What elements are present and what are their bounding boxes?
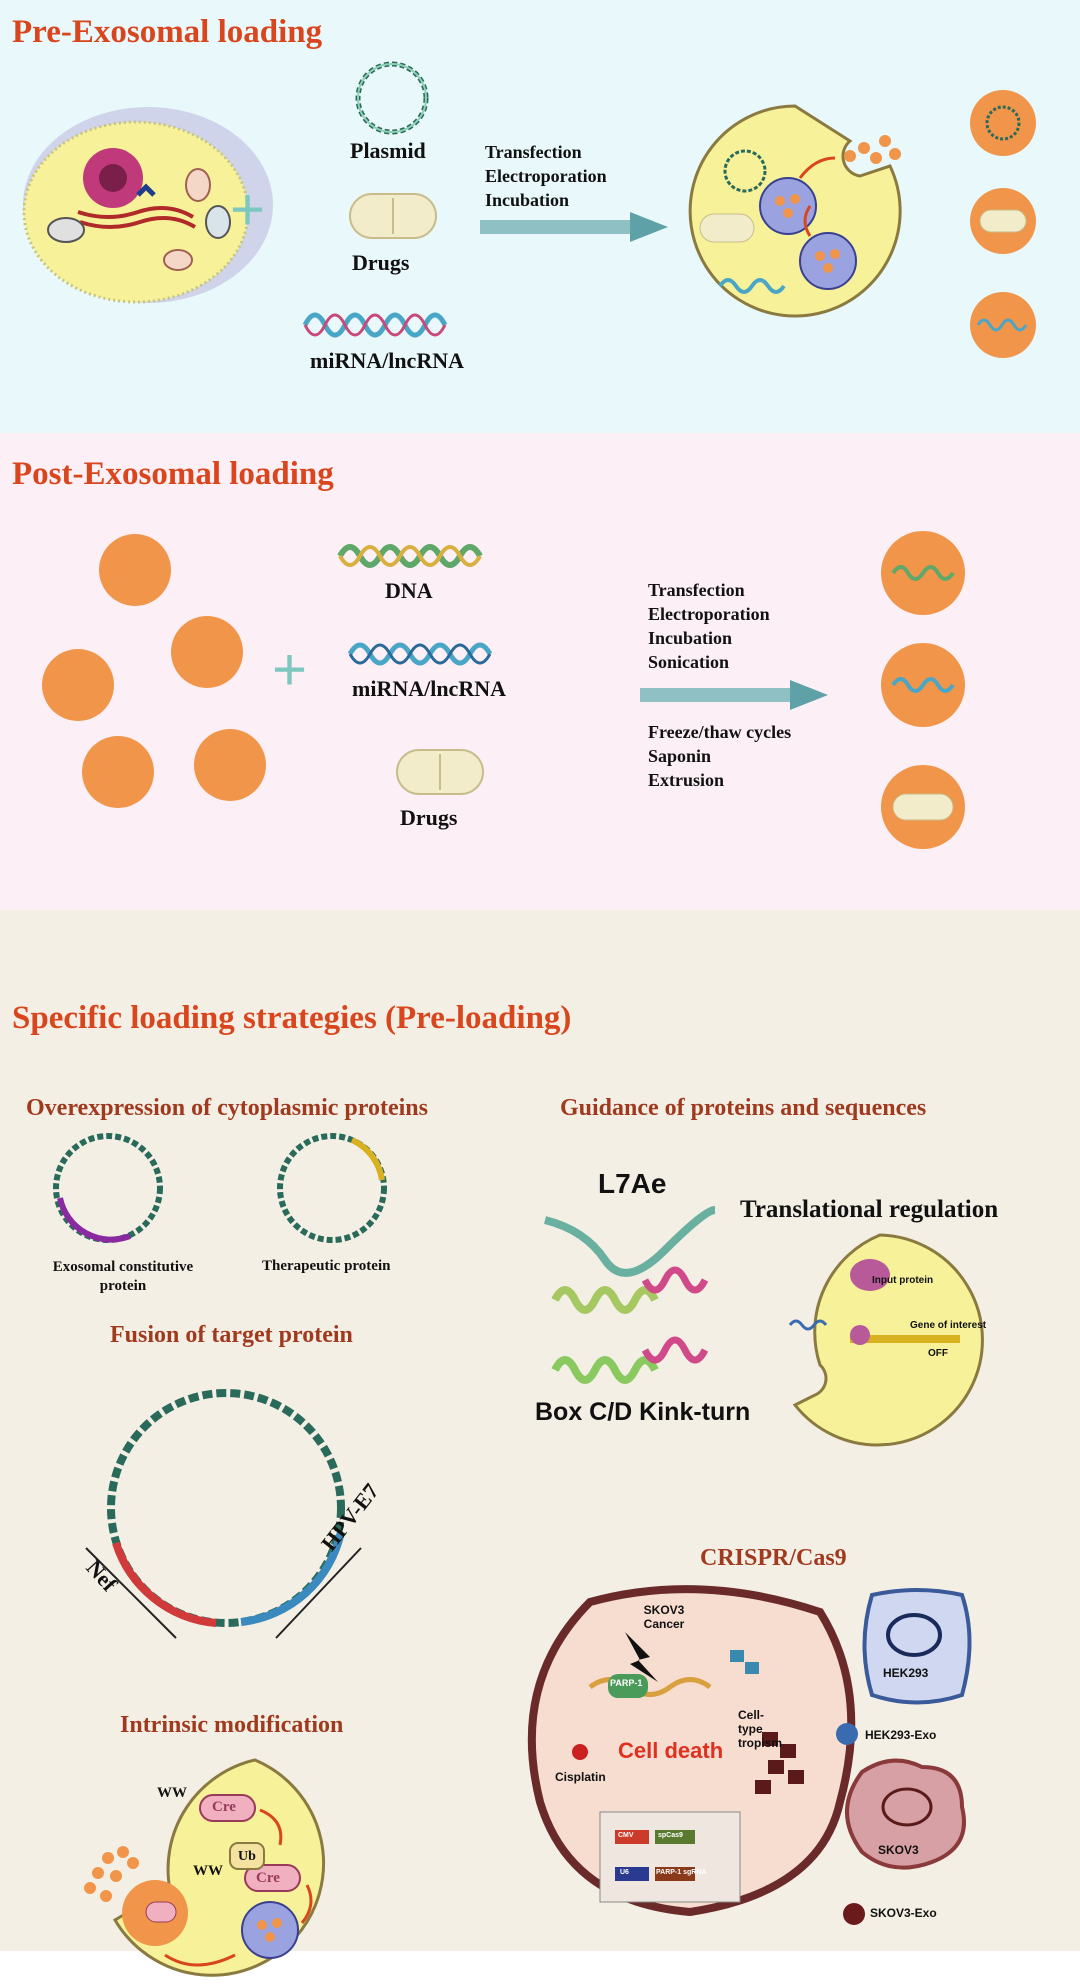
drugs-label: Drugs xyxy=(352,250,410,275)
fusion-title: Fusion of target protein xyxy=(110,1322,353,1348)
exosome-drug-icon xyxy=(881,765,965,849)
tropism-label: Cell- type tropism xyxy=(738,1708,783,1750)
exosome-drug-icon xyxy=(970,188,1036,254)
off-label: OFF xyxy=(928,1348,948,1359)
exosome-cre-icon xyxy=(122,1880,188,1946)
rna-label: miRNA/lncRNA xyxy=(352,676,506,701)
rna-helix-icon xyxy=(347,642,493,666)
ub-label: Ub xyxy=(238,1849,256,1864)
hek293-exo-icon xyxy=(836,1723,858,1745)
rna-label: miRNA/lncRNA xyxy=(310,348,464,373)
drug-pill-icon xyxy=(396,749,484,795)
u6-label: U6 xyxy=(620,1869,629,1876)
method-transfection: Transfection xyxy=(485,142,582,162)
method-electroporation: Electroporation xyxy=(485,166,607,186)
released-exosomes-icon xyxy=(84,1846,139,1902)
crispr-title: CRISPR/Cas9 xyxy=(700,1545,847,1571)
overexpression-title: Overexpression of cytoplasmic proteins xyxy=(26,1095,428,1121)
intrinsic-title: Intrinsic modification xyxy=(120,1712,344,1738)
fusion-plasmid-icon xyxy=(85,1389,362,1639)
gene-of-interest-label: Gene of interest xyxy=(910,1320,987,1331)
exosome-cluster-icon xyxy=(42,534,266,808)
method-electroporation: Electroporation xyxy=(648,604,770,624)
method-incubation: Incubation xyxy=(648,628,733,648)
plasmid-label: Plasmid xyxy=(350,138,426,163)
skov3-exo-icon xyxy=(843,1903,865,1925)
cisplatin-label: Cisplatin xyxy=(555,1770,606,1784)
skov3-label: SKOV3 xyxy=(878,1843,919,1857)
constitutive-plasmid-icon xyxy=(53,1133,163,1243)
pre-methods: Transfection Electroporation Incubation xyxy=(485,140,607,212)
cmv-label: CMV xyxy=(618,1832,634,1839)
plus-icon: + xyxy=(230,176,266,243)
l7ae-label: L7Ae xyxy=(598,1168,667,1199)
cre-label: Cre xyxy=(256,1870,280,1886)
spcas9-label: spCas9 xyxy=(658,1832,683,1839)
process-arrow-icon xyxy=(480,212,668,242)
therapeutic-protein-label: Therapeutic protein xyxy=(262,1258,391,1274)
plus-icon: + xyxy=(272,636,308,703)
method-freeze-thaw: Freeze/thaw cycles xyxy=(648,722,792,742)
rna-helix-icon xyxy=(302,312,448,338)
translational-cell-icon xyxy=(788,1233,984,1447)
drugs-label: Drugs xyxy=(400,805,458,830)
donor-cell-icon xyxy=(22,107,273,304)
drug-pill-icon xyxy=(349,193,437,239)
method-saponin: Saponin xyxy=(648,746,712,766)
parp1-label: PARP-1 xyxy=(610,1678,643,1688)
input-protein-label: Input protein xyxy=(872,1275,934,1286)
plasmid-icon xyxy=(355,61,429,135)
method-incubation: Incubation xyxy=(485,190,570,210)
skov3-cancer-cell-icon xyxy=(527,1585,856,1917)
constitutive-protein-label: Exosomal constitutive protein xyxy=(52,1259,194,1294)
post-methods: Transfection Electroporation Incubation … xyxy=(648,578,770,674)
exosome-rna-icon xyxy=(881,643,965,727)
post-exosomal-title: Post-Exosomal loading xyxy=(12,456,334,492)
guidance-title: Guidance of proteins and sequences xyxy=(560,1095,927,1121)
therapeutic-plasmid-icon xyxy=(277,1133,387,1243)
ww-label: WW xyxy=(157,1785,187,1801)
box-cd-kink-turn-label: Box C/D Kink-turn xyxy=(535,1398,751,1426)
dna-helix-icon xyxy=(337,544,483,568)
cre-label: Cre xyxy=(212,1799,236,1815)
exosome-producing-cell-icon xyxy=(688,104,902,318)
kink-turn-structure-icon xyxy=(543,1206,716,1384)
method-sonication: Sonication xyxy=(648,652,730,672)
exosome-rna-icon xyxy=(970,292,1036,358)
specific-loading-title: Specific loading strategies (Pre-loading… xyxy=(12,1000,572,1036)
ww-label: WW xyxy=(193,1863,223,1879)
translational-regulation-label: Translational regulation xyxy=(740,1196,999,1223)
method-extrusion: Extrusion xyxy=(648,770,725,790)
skov3-cell-icon xyxy=(845,1758,966,1870)
sgrna-label: PARP-1 sgRNA xyxy=(656,1869,707,1876)
pre-exosomal-title: Pre-Exosomal loading xyxy=(12,14,323,50)
skov3-cancer-label: SKOV3 Cancer xyxy=(643,1603,685,1631)
hek293-label: HEK293 xyxy=(883,1666,929,1680)
process-arrow-icon xyxy=(640,680,828,710)
hek293-exo-label: HEK293-Exo xyxy=(865,1728,937,1742)
exosome-plasmid-icon xyxy=(970,90,1036,156)
dna-label: DNA xyxy=(385,578,433,603)
hek293-cell-icon xyxy=(862,1588,972,1705)
post-methods-secondary: Freeze/thaw cycles Saponin Extrusion xyxy=(648,720,791,792)
method-transfection: Transfection xyxy=(648,580,745,600)
cell-death-label: Cell death xyxy=(618,1738,724,1763)
exosome-dna-icon xyxy=(881,531,965,615)
skov3-exo-label: SKOV3-Exo xyxy=(870,1906,937,1920)
